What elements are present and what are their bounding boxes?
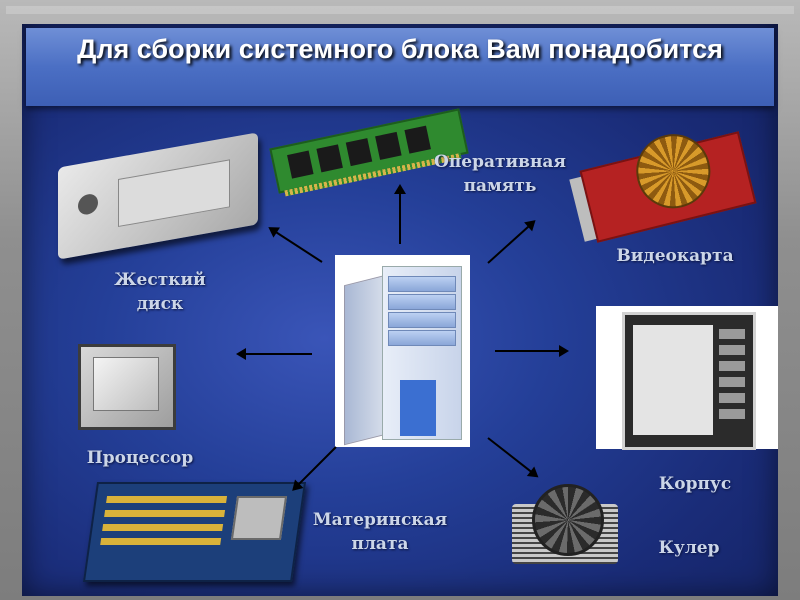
cooler-icon [512,484,618,576]
arrow-to-case [495,345,569,357]
arrow-to-ram [399,186,401,244]
arrow-to-cpu [238,353,312,355]
label-cpu: Процессор [86,448,194,468]
motherboard-icon [82,482,307,582]
label-gpu: Видеокарта [616,246,734,266]
label-motherboard: Материнская плата [312,510,448,554]
label-cooler: Кулер [658,538,720,558]
processor-icon [78,344,176,430]
pc-case-icon [622,312,756,450]
label-hdd: Жесткий диск [114,270,206,314]
label-case: Корпус [658,474,732,494]
label-ram: Оперативная память [434,152,566,196]
system-unit-icon [340,262,465,446]
title-band [26,28,774,106]
slide-title: Для сборки системного блока Вам понадоби… [77,34,723,64]
